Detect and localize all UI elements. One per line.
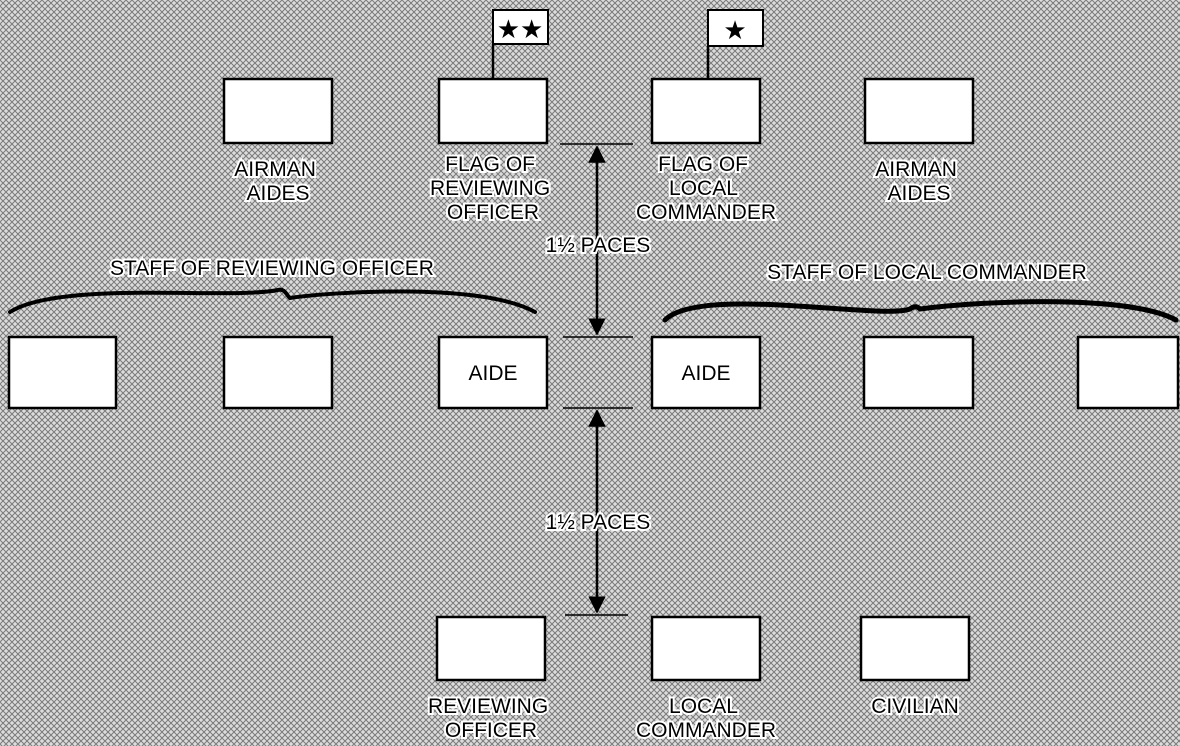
airman-aides-left-line-1: AIRMAN: [234, 158, 316, 181]
staff-position-1: [7, 335, 118, 410]
flag-of-reviewing-officer-position: [437, 77, 549, 145]
local-commander-aide-position: [650, 335, 762, 410]
airman-aides-right-label: AIRMAN AIDES: [875, 158, 963, 205]
staff-of-reviewing-officer-label: STAFF OF REVIEWING OFFICER: [110, 257, 434, 280]
local-commander-line-2: COMMANDER: [636, 719, 776, 742]
flag-of-reviewing-officer-label: FLAG OF REVIEWING OFFICER: [430, 153, 556, 224]
reviewing-officer-line-1: REVIEWING: [428, 695, 548, 718]
staff-position-2: [222, 335, 334, 410]
airman-aide-right-position: [863, 77, 975, 145]
local-commander-line-1: LOCAL: [669, 695, 737, 718]
flag-of-local-commander-label: FLAG OF LOCAL COMMANDER: [636, 153, 776, 224]
reviewing-flag-pennant: [492, 9, 549, 45]
local-commander-label: LOCAL COMMANDER: [636, 695, 776, 742]
reviewing-officer-position: [435, 615, 547, 682]
local-flag-pennant: [707, 9, 764, 47]
flag-reviewing-line-1: FLAG OF: [445, 153, 535, 176]
flag-of-local-commander-position: [650, 77, 762, 145]
reviewing-staff-brace: [8, 287, 537, 314]
local-staff-brace: [662, 299, 1179, 323]
flag-local-line-2: LOCAL: [669, 177, 737, 200]
two-star-icon: ★★: [497, 14, 544, 44]
civilian-position: [859, 615, 971, 682]
reviewing-officer-aide-label: AIDE: [468, 362, 517, 385]
civilian-line-1: CIVILIAN: [871, 695, 959, 718]
reviewing-officer-line-2: OFFICER: [445, 719, 537, 742]
reviewing-officer-label: REVIEWING OFFICER: [428, 695, 554, 742]
airman-aides-right-line-1: AIRMAN: [875, 158, 957, 181]
staff-of-local-commander-label: STAFF OF LOCAL COMMANDER: [767, 261, 1087, 284]
upper-spacing-label: 1½ PACES: [546, 234, 651, 257]
staff-position-4: [1076, 335, 1180, 410]
one-star-icon: ★: [723, 15, 746, 45]
reviewing-officer-aide-position: [437, 335, 549, 410]
flag-local-line-3: COMMANDER: [636, 201, 776, 224]
airman-aides-right-line-2: AIDES: [887, 182, 950, 205]
flag-reviewing-line-3: OFFICER: [447, 201, 539, 224]
flag-reviewing-line-2: REVIEWING: [430, 177, 550, 200]
local-commander-aide-label: AIDE: [681, 362, 730, 385]
local-commander-position: [650, 615, 762, 682]
airman-aides-left-label: AIRMAN AIDES: [234, 158, 322, 205]
civilian-label: CIVILIAN: [871, 695, 959, 718]
flag-local-line-1: FLAG OF: [658, 153, 748, 176]
airman-aides-left-line-2: AIDES: [246, 182, 309, 205]
lower-spacing-label: 1½ PACES: [546, 511, 651, 534]
airman-aide-left-position: [222, 77, 334, 145]
staff-position-3: [862, 335, 975, 410]
